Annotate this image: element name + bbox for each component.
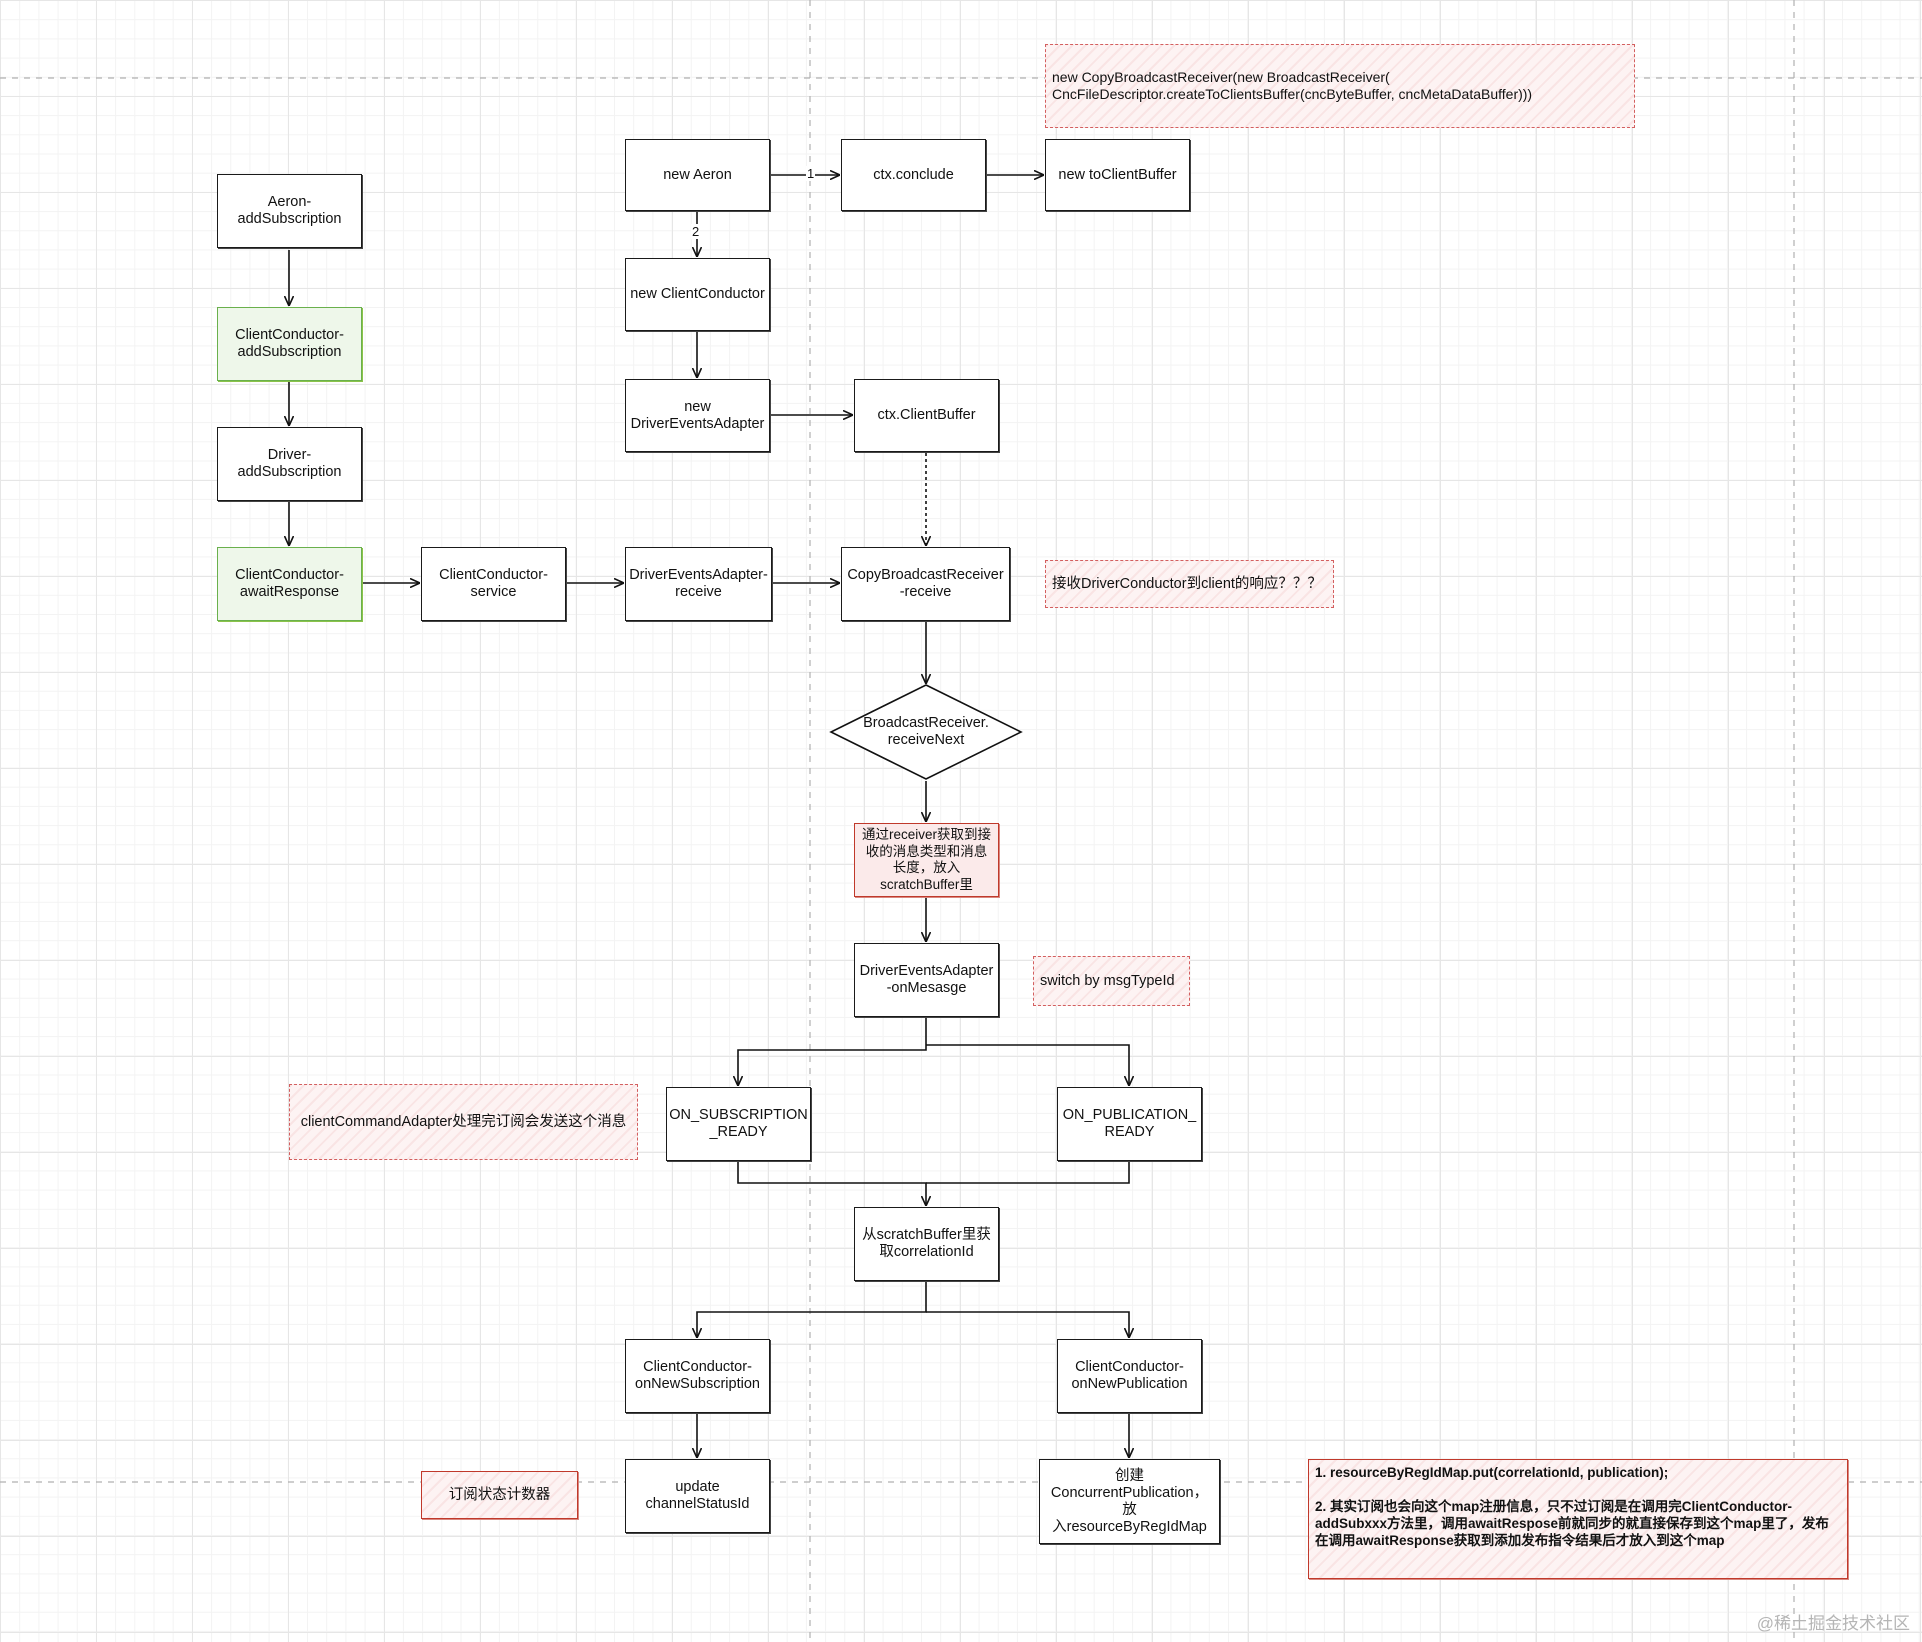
- edge-label-step-2: 2: [691, 224, 701, 239]
- node-driver-events-adapter-receive[interactable]: DriverEventsAdapter- receive: [625, 547, 772, 621]
- note-client-command-adapter[interactable]: clientCommandAdapter处理完订阅会发送这个消息: [289, 1084, 638, 1160]
- node-client-conductor-on-new-publication[interactable]: ClientConductor- onNewPublication: [1057, 1339, 1202, 1413]
- arrow-onmessage-to-pub-ready: [926, 1044, 1129, 1085]
- arrow-pub-ready-to-corr: [926, 1161, 1130, 1184]
- node-update-channel-status-id[interactable]: update channelStatusId: [625, 1459, 770, 1533]
- node-new-driver-events-adapter[interactable]: new DriverEventsAdapter: [625, 379, 770, 452]
- node-scratch-buffer-store[interactable]: 通过receiver获取到接 收的消息类型和消息 长度，放入 scratchBu…: [854, 823, 999, 897]
- arrow-corr-to-new-pub: [926, 1311, 1129, 1337]
- node-new-client-conductor[interactable]: new ClientConductor: [625, 258, 770, 331]
- node-new-aeron[interactable]: new Aeron: [625, 139, 770, 211]
- note-copy-broadcast-receiver[interactable]: new CopyBroadcastReceiver(new BroadcastR…: [1045, 44, 1635, 128]
- decision-receive-next[interactable]: BroadcastReceiver. receiveNext: [829, 683, 1023, 781]
- watermark-text: @稀土掘金技术社区: [1756, 1614, 1910, 1633]
- arrow-onmessage-to-sub-ready: [738, 1017, 927, 1085]
- arrow-sub-ready-to-corr: [737, 1161, 926, 1205]
- decision-receive-next-label: BroadcastReceiver. receiveNext: [863, 715, 989, 748]
- node-client-conductor-service[interactable]: ClientConductor- service: [421, 547, 566, 621]
- node-copy-broadcast-receiver-receive[interactable]: CopyBroadcastReceiver -receive: [841, 547, 1010, 621]
- node-client-conductor-await-response[interactable]: ClientConductor- awaitResponse: [217, 547, 362, 621]
- node-on-publication-ready[interactable]: ON_PUBLICATION_ READY: [1057, 1087, 1202, 1161]
- edge-label-step-1: 1: [806, 166, 816, 181]
- diamond-shape: [829, 684, 1023, 780]
- node-ctx-conclude[interactable]: ctx.conclude: [841, 139, 986, 211]
- note-receive-response[interactable]: 接收DriverConductor到client的响应？？？: [1045, 560, 1334, 608]
- note-resource-by-reg-id-map[interactable]: 1. resourceByRegIdMap.put(correlationId,…: [1308, 1459, 1848, 1579]
- node-new-to-client-buffer[interactable]: new toClientBuffer: [1045, 139, 1190, 211]
- node-ctx-client-buffer[interactable]: ctx.ClientBuffer: [854, 379, 999, 452]
- node-client-conductor-on-new-subscription[interactable]: ClientConductor- onNewSubscription: [625, 1339, 770, 1413]
- note-subscription-status-counter[interactable]: 订阅状态计数器: [421, 1471, 578, 1519]
- node-driver-add-subscription[interactable]: Driver- addSubscription: [217, 427, 362, 501]
- node-aeron-add-subscription[interactable]: Aeron- addSubscription: [217, 174, 362, 248]
- node-driver-events-adapter-on-message[interactable]: DriverEventsAdapter -onMesasge: [854, 943, 999, 1017]
- node-client-conductor-add-subscription[interactable]: ClientConductor- addSubscription: [217, 307, 362, 381]
- node-create-concurrent-publication[interactable]: 创建 ConcurrentPublication，放 入resourceByRe…: [1039, 1459, 1220, 1544]
- node-get-correlation-id[interactable]: 从scratchBuffer里获 取correlationId: [854, 1207, 999, 1281]
- note-switch-by-msg-type[interactable]: switch by msgTypeId: [1033, 956, 1190, 1006]
- arrow-corr-to-new-sub: [697, 1281, 927, 1337]
- node-on-subscription-ready[interactable]: ON_SUBSCRIPTION _READY: [666, 1087, 811, 1161]
